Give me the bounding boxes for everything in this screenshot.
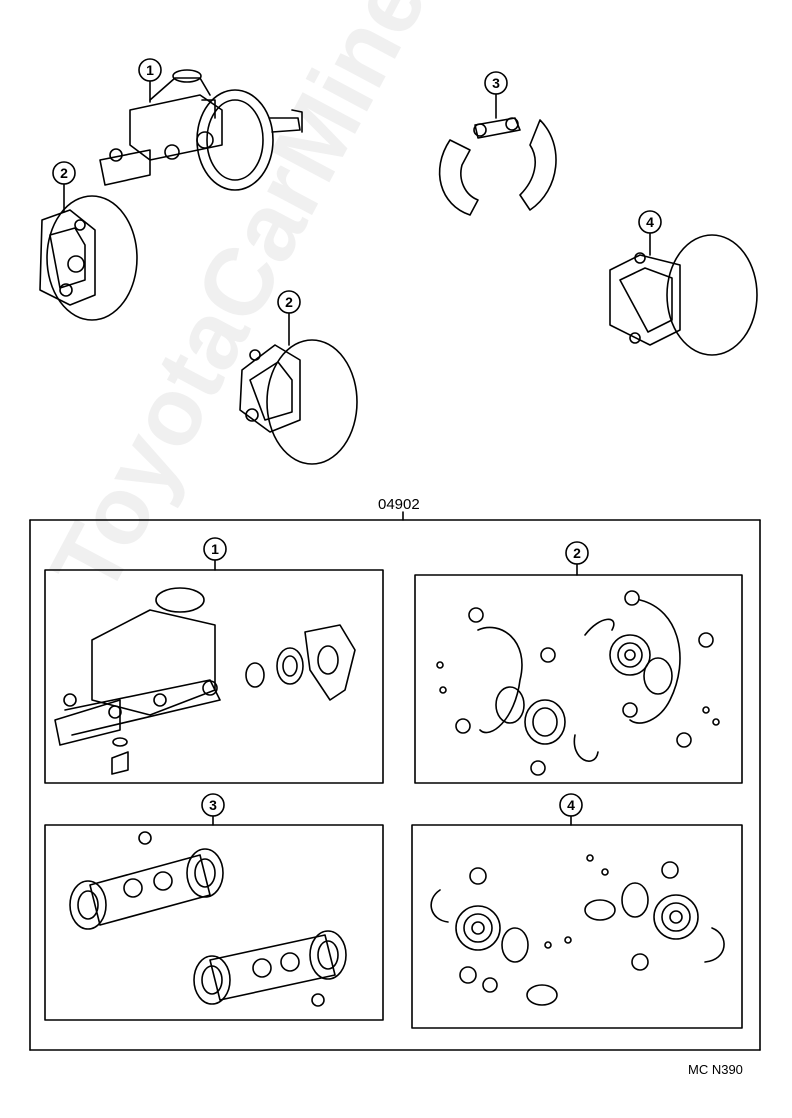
kit-panel-1 (44, 537, 384, 784)
footer-code: MC N390 (688, 1062, 743, 1077)
callout-number: 3 (492, 75, 500, 91)
kit-panel-number: 2 (573, 545, 581, 561)
kit-panel-3 (44, 793, 384, 1021)
callout-number: 4 (646, 214, 654, 230)
rear-disc-assembly (609, 210, 758, 356)
callout-number: 2 (285, 294, 293, 310)
kit-panel-4 (411, 793, 743, 1029)
rear-drum-assembly (438, 71, 557, 216)
master-cylinder-assembly (99, 58, 303, 191)
kit-panel-number: 4 (567, 797, 575, 813)
kit-bracket (29, 511, 761, 1051)
callout-number: 2 (60, 165, 68, 181)
front-disc-left (39, 161, 138, 321)
kit-panel-number: 1 (211, 541, 219, 557)
kit-panel-number: 3 (209, 797, 217, 813)
front-disc-right (239, 290, 358, 465)
kit-panel-2 (414, 541, 743, 784)
callout-number: 1 (146, 62, 154, 78)
kit-part-number: 04902 (378, 496, 420, 513)
